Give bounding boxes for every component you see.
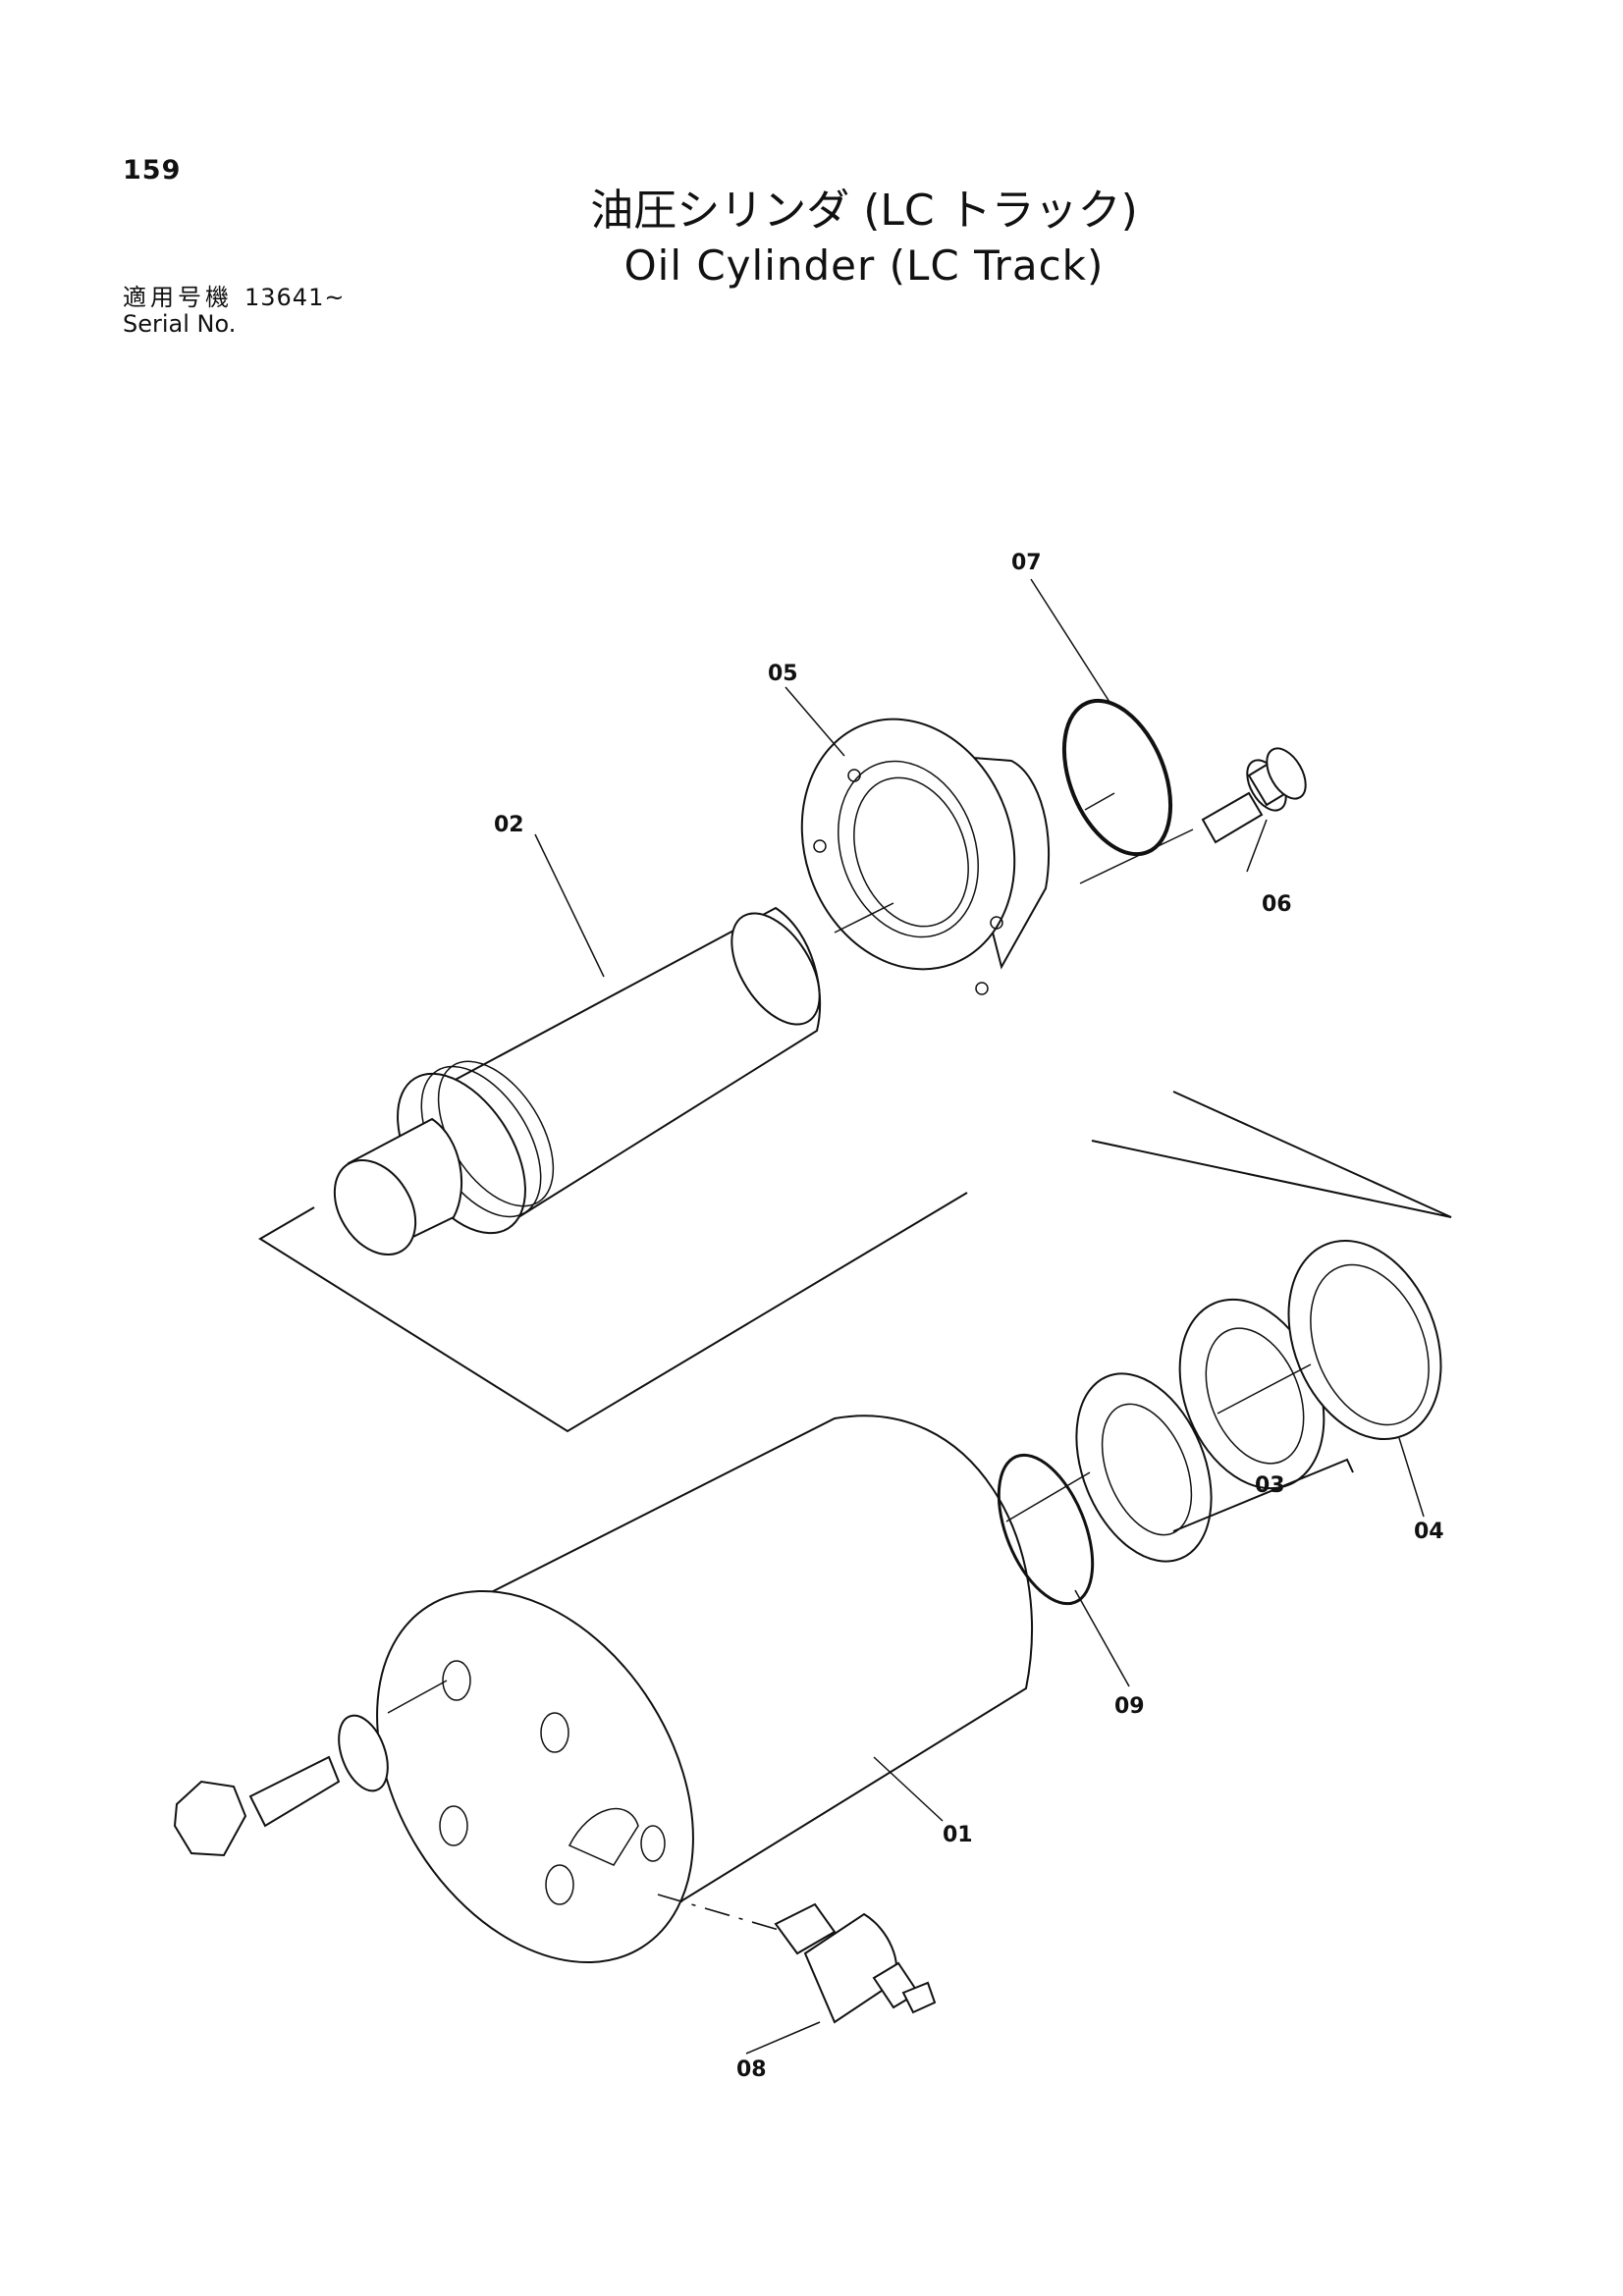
part-06-screw bbox=[1201, 747, 1307, 844]
serial-range: 13641~ bbox=[244, 284, 346, 311]
assembly-axis-lines bbox=[387, 792, 1312, 1933]
mounting-bolt-and-washer bbox=[173, 1714, 389, 1857]
part-07-o-ring bbox=[1061, 698, 1173, 857]
part-03-seal-set bbox=[1075, 1298, 1354, 1563]
leader-lines bbox=[534, 578, 1425, 2055]
title-japanese: 油圧シリンダ (LC トラック) bbox=[590, 186, 1138, 236]
part-04-bushing bbox=[1287, 1239, 1442, 1441]
page-number: 159 bbox=[123, 155, 182, 186]
callout-05: 05 bbox=[768, 662, 798, 686]
serial-label-japanese: 適用号機 bbox=[123, 284, 233, 311]
part-09-snap-ring bbox=[997, 1453, 1095, 1606]
title-block: 油圧シリンダ (LC トラック) Oil Cylinder (LC Track) bbox=[295, 183, 1434, 293]
part-02-piston-rod bbox=[333, 906, 822, 1256]
part-05-flange bbox=[800, 718, 1051, 995]
callout-01: 01 bbox=[943, 1823, 973, 1847]
serial-label-english: Serial No. bbox=[123, 310, 237, 338]
assembly-boundary bbox=[258, 1091, 1452, 1433]
part-08-grease-fitting bbox=[774, 1902, 937, 2024]
serial-number-block: 適用号機 13641~ Serial No. bbox=[123, 285, 345, 338]
callout-09: 09 bbox=[1114, 1694, 1145, 1719]
callout-06: 06 bbox=[1262, 892, 1292, 917]
callout-08: 08 bbox=[736, 2057, 767, 2082]
title-english: Oil Cylinder (LC Track) bbox=[623, 241, 1105, 290]
callout-02: 02 bbox=[494, 813, 524, 837]
callout-04: 04 bbox=[1414, 1520, 1444, 1544]
callout-07: 07 bbox=[1011, 551, 1042, 575]
part-01-cylinder-body bbox=[376, 1415, 1034, 1964]
callout-03: 03 bbox=[1255, 1473, 1285, 1498]
